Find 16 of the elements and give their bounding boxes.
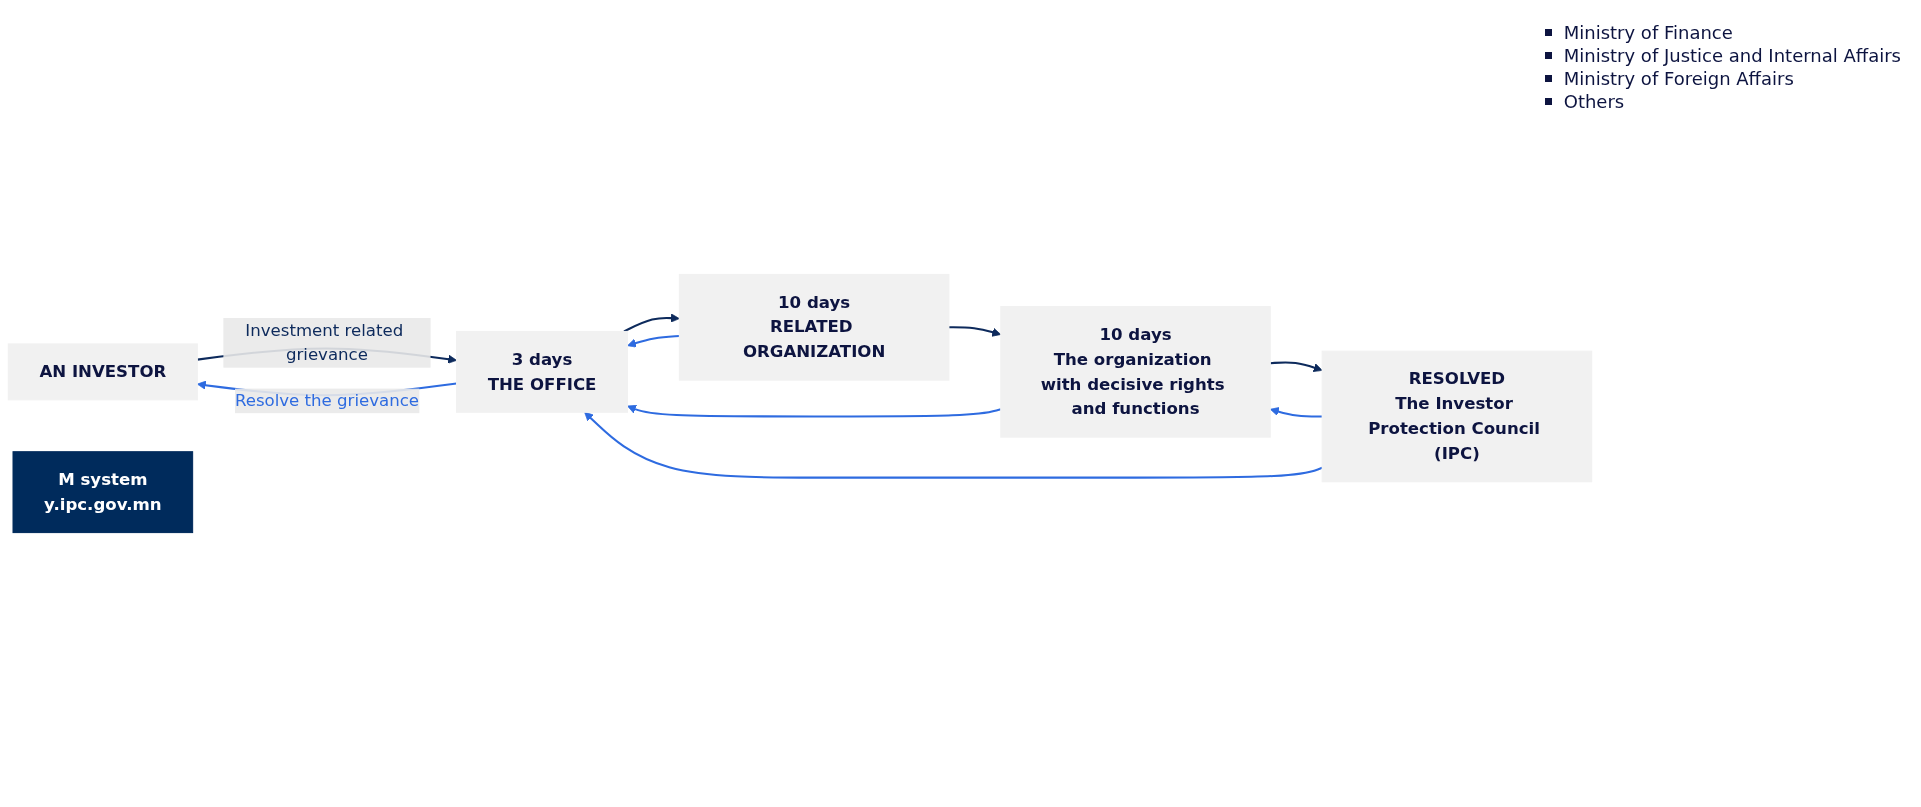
node-box: M system y.ipc.gov.mn [12,451,194,534]
list-item: Ministry of Foreign Affairs [1563,68,1794,89]
node-box: 10 days RELATED ORGANIZATION [678,273,950,381]
node-box: 10 days The organization with decisive rights and functions [1000,306,1271,438]
list-item: Ministry of Finance [1563,22,1733,43]
arrow [627,334,680,348]
edge-label: Investment related grievance [245,320,404,365]
arrow [623,313,680,333]
list-item: Ministry of Justice and Internal Affairs [1563,45,1901,66]
edge-label: Resolve the grievance [234,390,420,411]
list-item: Others [1563,91,1625,112]
arrow [1270,361,1323,373]
arrow [584,411,1323,479]
node-box: AN INVESTOR [7,343,198,401]
node-box: 3 days THE OFFICE [456,330,629,413]
node-box: RESOLVED The Investor Protection Council (IPC) [1321,350,1593,483]
